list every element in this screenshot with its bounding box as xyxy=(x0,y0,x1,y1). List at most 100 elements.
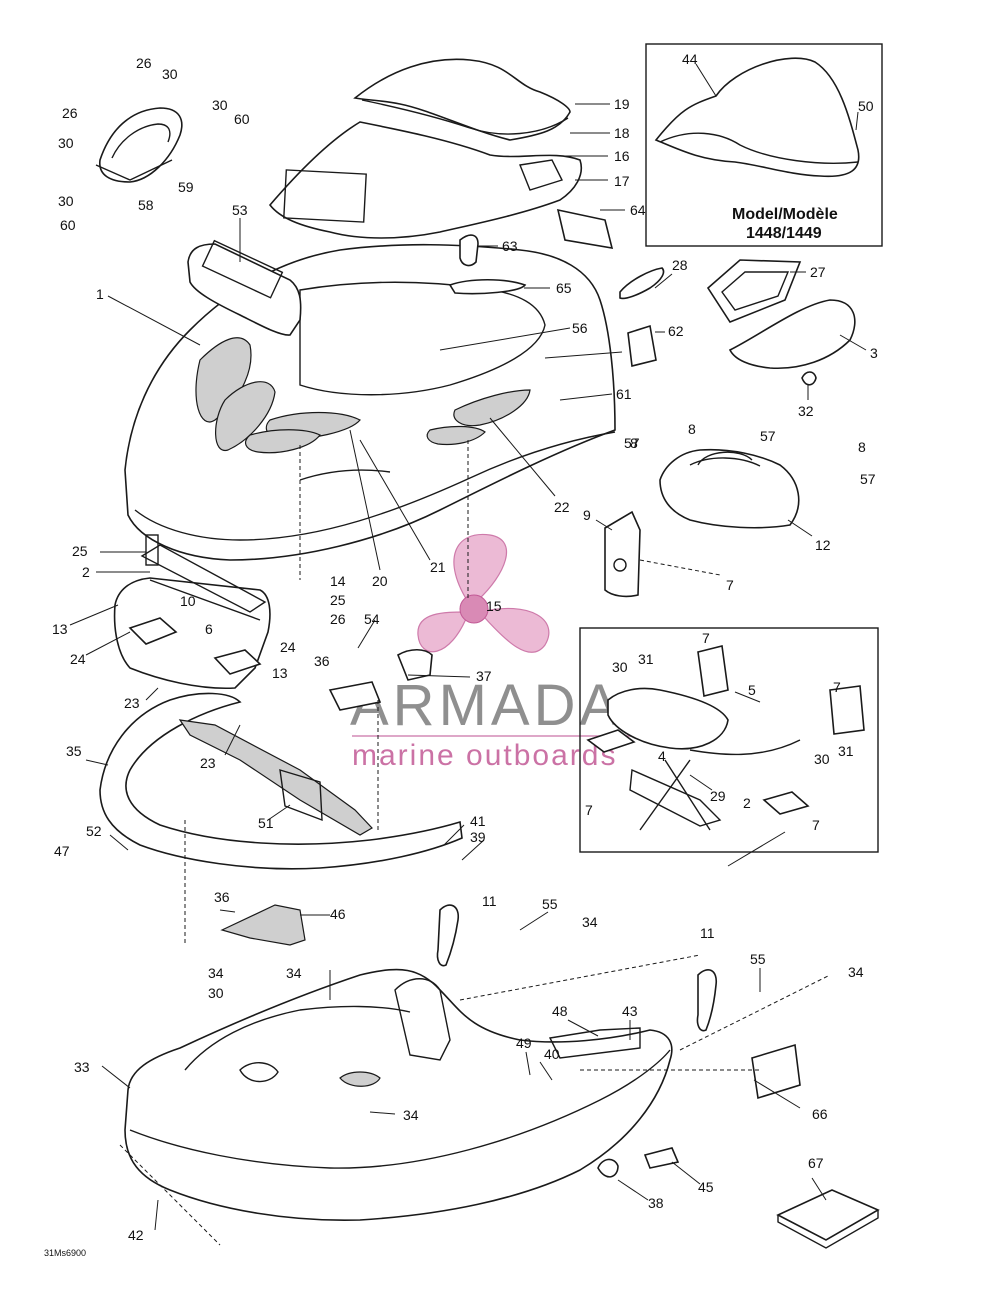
callout-label: 7 xyxy=(726,577,734,593)
callout-label: 55 xyxy=(750,951,766,967)
plug-38 xyxy=(597,1158,619,1178)
callout-label: 30 xyxy=(208,985,224,1001)
seat xyxy=(353,58,571,141)
callout-label: 30 xyxy=(212,97,228,113)
callout-label: 7 xyxy=(585,802,593,818)
callout-label: 23 xyxy=(200,755,216,771)
callout-label: 7 xyxy=(812,817,820,833)
callout-label: 15 xyxy=(486,598,502,614)
callout-label: 32 xyxy=(798,403,814,419)
callout-label: 31 xyxy=(638,651,654,667)
plate-62 xyxy=(627,324,657,367)
drawing-code: 31Ms6900 xyxy=(44,1248,86,1258)
callout-label: 14 xyxy=(330,573,346,589)
callout-label: 57 xyxy=(860,471,876,487)
callout-label: 4 xyxy=(658,748,666,764)
callout-label: 31 xyxy=(838,743,854,759)
callout-label: 57 xyxy=(624,435,640,451)
callout-label: 3 xyxy=(870,345,878,361)
callout-label: 8 xyxy=(858,439,866,455)
seat-base xyxy=(268,121,582,239)
spacer-37 xyxy=(397,648,433,681)
callout-label: 62 xyxy=(668,323,684,339)
assembly-lines xyxy=(119,440,831,1246)
cover-12 xyxy=(659,448,800,529)
callout-label: 21 xyxy=(430,559,446,575)
callout-label: 2 xyxy=(82,564,90,580)
plate-66 xyxy=(751,1043,801,1100)
callout-label: 57 xyxy=(760,428,776,444)
seat-1448-1449 xyxy=(654,57,860,178)
watermark-tagline: marine outboards xyxy=(352,739,617,772)
glove-box xyxy=(187,243,302,336)
callout-label: 59 xyxy=(178,179,194,195)
callout-label: 37 xyxy=(476,668,492,684)
callout-label: 40 xyxy=(544,1046,560,1062)
storage-tray xyxy=(99,107,183,183)
callout-label: 29 xyxy=(710,788,726,804)
callout-label: 13 xyxy=(52,621,68,637)
callout-label: 23 xyxy=(124,695,140,711)
bumper xyxy=(99,692,463,870)
propeller-icon xyxy=(417,533,550,653)
callout-label: 67 xyxy=(808,1155,824,1171)
frame-27 xyxy=(706,259,802,323)
callout-label: 49 xyxy=(516,1035,532,1051)
callout-label: 63 xyxy=(502,238,518,254)
callout-label: 11 xyxy=(700,925,715,941)
callout-label: 20 xyxy=(372,573,388,589)
callout-label: 24 xyxy=(70,651,86,667)
inset-box-model xyxy=(645,43,883,247)
callout-label: 26 xyxy=(330,611,346,627)
callout-label: 36 xyxy=(314,653,330,669)
callout-label: 34 xyxy=(848,964,864,980)
leader-lines xyxy=(69,63,867,1231)
callout-label: 56 xyxy=(572,320,588,336)
callout-label: 13 xyxy=(272,665,288,681)
callout-label: 34 xyxy=(208,965,224,981)
callout-label: 34 xyxy=(286,965,302,981)
plate-24a xyxy=(128,617,178,645)
callout-label: 16 xyxy=(614,148,630,164)
watermark-brand: ARMADA xyxy=(350,673,622,738)
callout-label: 5 xyxy=(748,682,756,698)
callout-label: 8 xyxy=(630,435,638,451)
callout-label: 30 xyxy=(612,659,628,675)
callout-label: 19 xyxy=(614,96,630,112)
callout-label: 27 xyxy=(810,264,826,280)
plate-4 xyxy=(586,729,636,753)
callout-label: 33 xyxy=(74,1059,90,1075)
callout-label: 34 xyxy=(582,914,598,930)
panel-64 xyxy=(556,208,614,249)
callout-label: 65 xyxy=(556,280,572,296)
callout-label: 44 xyxy=(682,51,698,67)
callout-label: 61 xyxy=(616,386,632,402)
mat-67 xyxy=(776,1189,880,1241)
callout-label: 26 xyxy=(136,55,152,71)
callout-label: 39 xyxy=(470,829,486,845)
callout-label: 54 xyxy=(364,611,380,627)
plate-7b xyxy=(829,685,865,735)
callout-label: 10 xyxy=(180,593,196,609)
callout-label: 60 xyxy=(234,111,250,127)
callout-label: 38 xyxy=(648,1195,664,1211)
callout-label: 11 xyxy=(482,893,497,909)
callout-label: 55 xyxy=(542,896,558,912)
callout-label: 42 xyxy=(128,1227,144,1243)
callout-label: 6 xyxy=(205,621,213,637)
callout-label: 28 xyxy=(672,257,688,273)
callout-label: 2 xyxy=(743,795,751,811)
callout-label: 52 xyxy=(86,823,102,839)
callout-label: 53 xyxy=(232,202,248,218)
latch-28 xyxy=(619,267,665,300)
callout-label: 25 xyxy=(330,592,346,608)
callout-label: 18 xyxy=(614,125,630,141)
plate-7c xyxy=(762,791,810,815)
callout-label: 8 xyxy=(688,421,696,437)
callout-label: 22 xyxy=(554,499,570,515)
handle-11a xyxy=(436,904,460,967)
callout-label: 50 xyxy=(858,98,874,114)
inset-model-label: Model/Modèle xyxy=(732,206,838,223)
callout-label: 30 xyxy=(58,135,74,151)
callout-label: 34 xyxy=(403,1107,419,1123)
